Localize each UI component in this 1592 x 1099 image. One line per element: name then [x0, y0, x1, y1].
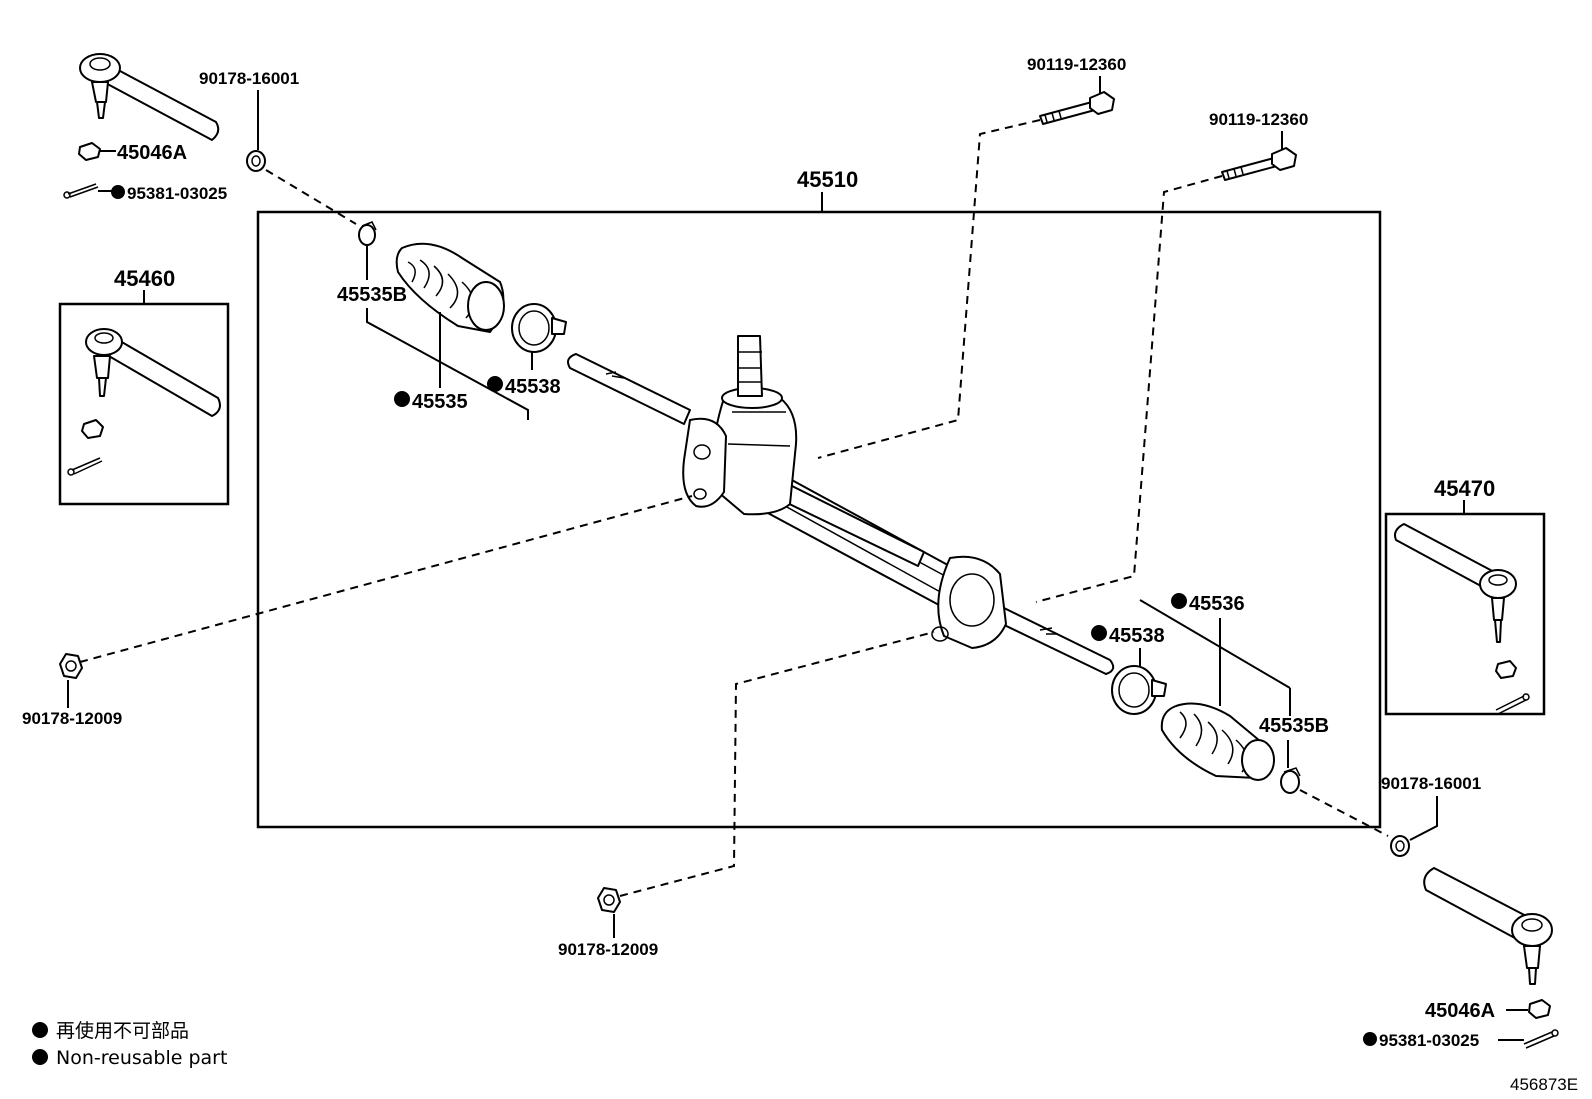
- clip-right: [1280, 767, 1301, 794]
- label-bolt-1: 90119-12360: [1027, 55, 1126, 74]
- label-clip-left: 45535B: [337, 284, 407, 306]
- nut-left: [59, 653, 83, 679]
- non-reusable-mark: [1171, 593, 1187, 609]
- clamp-top-left: [246, 150, 266, 172]
- non-reusable-mark: [1363, 1032, 1377, 1046]
- cotter-pin-bottom-right: [1523, 1029, 1559, 1049]
- non-reusable-mark: [111, 185, 125, 199]
- label-cotter-top-left: 95381-03025: [127, 184, 227, 203]
- label-clip-right: 45535B: [1259, 715, 1329, 737]
- clip-left: [358, 221, 377, 246]
- legend-item-jp: 再使用不可部品: [56, 1020, 189, 1042]
- tie-rod-end-bottom-right: [1423, 867, 1553, 985]
- boot-right: [1160, 702, 1275, 781]
- label-nut-bottom-right: 45046A: [1425, 1000, 1495, 1022]
- label-boot-left: 45535: [412, 391, 468, 413]
- legend-item-en: Non-reusable part: [56, 1047, 227, 1069]
- band-left: [511, 303, 567, 353]
- boot-left: [395, 242, 505, 333]
- non-reusable-mark: [1091, 625, 1107, 641]
- label-tie-rod-end-lh: 45460: [114, 266, 175, 291]
- label-nut-top-left: 45046A: [117, 142, 187, 164]
- label-nut-left: 90178-12009: [22, 709, 122, 728]
- legend-bullet-en: [32, 1049, 48, 1065]
- non-reusable-mark: [394, 391, 410, 407]
- clamp-right: [1390, 835, 1410, 857]
- label-clamp-top-left: 90178-16001: [199, 69, 299, 88]
- tie-rod-end-inset-rh: [1394, 523, 1530, 715]
- label-nut-bottom: 90178-12009: [558, 940, 658, 959]
- bolt-1: [1039, 91, 1115, 125]
- band-right: [1111, 665, 1167, 715]
- cotter-pin-top-left: [63, 183, 99, 199]
- label-tie-rod-end-rh: 45470: [1434, 476, 1495, 501]
- label-clamp-right: 90178-16001: [1381, 774, 1481, 793]
- bolt-2: [1221, 147, 1297, 181]
- nut-bottom: [597, 887, 621, 913]
- steering-rack-housing: [567, 335, 1115, 675]
- nut-bottom-right: [1528, 999, 1551, 1019]
- label-assembly: 45510: [797, 167, 858, 192]
- label-boot-right: 45536: [1189, 593, 1245, 615]
- legend-bullet-jp: [32, 1022, 48, 1038]
- tie-rod-end-inset-lh: [67, 328, 221, 476]
- label-band-right: 45538: [1109, 625, 1165, 647]
- assembly-frame: [256, 210, 1382, 829]
- non-reusable-mark: [487, 376, 503, 392]
- nut-top-left: [78, 142, 101, 161]
- illustration-code: 456873E: [1510, 1075, 1578, 1094]
- tie-rod-end-top-left: [79, 53, 220, 141]
- label-bolt-2: 90119-12360: [1209, 110, 1308, 129]
- label-cotter-bottom-right: 95381-03025: [1379, 1031, 1479, 1050]
- label-band-left: 45538: [505, 376, 561, 398]
